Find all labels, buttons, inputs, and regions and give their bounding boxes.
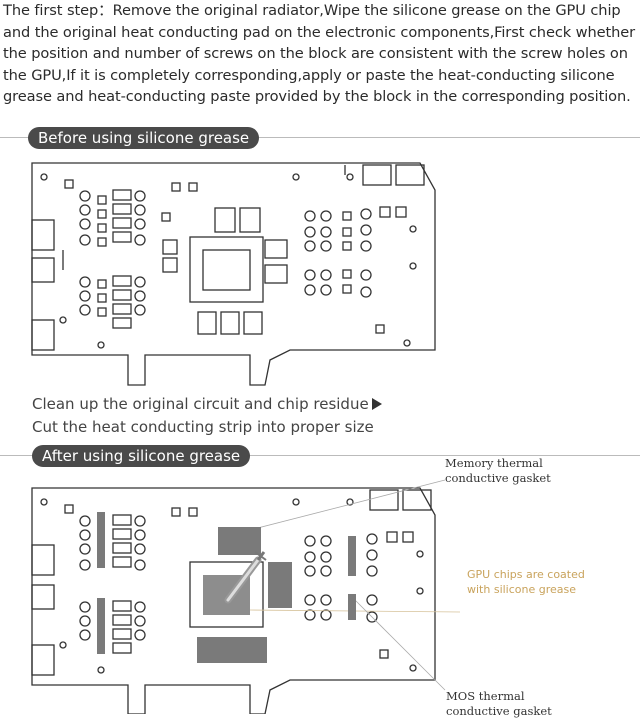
section-divider-after xyxy=(0,455,640,456)
memory-pad-4 xyxy=(268,562,292,608)
memory-circles-after xyxy=(64,504,389,659)
mos-pad-2 xyxy=(348,594,356,620)
step-cut: Cut the heat conducting strip into prope… xyxy=(32,418,374,436)
syringe-icon xyxy=(224,551,267,604)
gpu-socket-before xyxy=(189,236,264,303)
intro-paragraph: The first step：Remove the original radia… xyxy=(3,2,636,106)
memory-pad-5 xyxy=(197,637,267,663)
section-label-before: Before using silicone grease xyxy=(28,127,260,149)
memory-pad-1 xyxy=(97,512,105,568)
section-label-after: After using silicone grease xyxy=(32,445,251,467)
section-divider-before xyxy=(0,137,640,138)
gpu-socket-after xyxy=(189,561,264,628)
mos-pad-1 xyxy=(348,536,356,576)
play-arrow-icon xyxy=(371,398,382,410)
memory-pad-2 xyxy=(97,598,105,654)
pcb-board-after-outline xyxy=(31,487,436,714)
step-clean: Clean up the original circuit and chip r… xyxy=(32,394,382,414)
memory-circles-right-before xyxy=(304,208,385,334)
memory-pad-3 xyxy=(218,527,261,555)
memory-circles-before xyxy=(64,179,198,329)
pcb-board-before-outline xyxy=(31,162,436,386)
